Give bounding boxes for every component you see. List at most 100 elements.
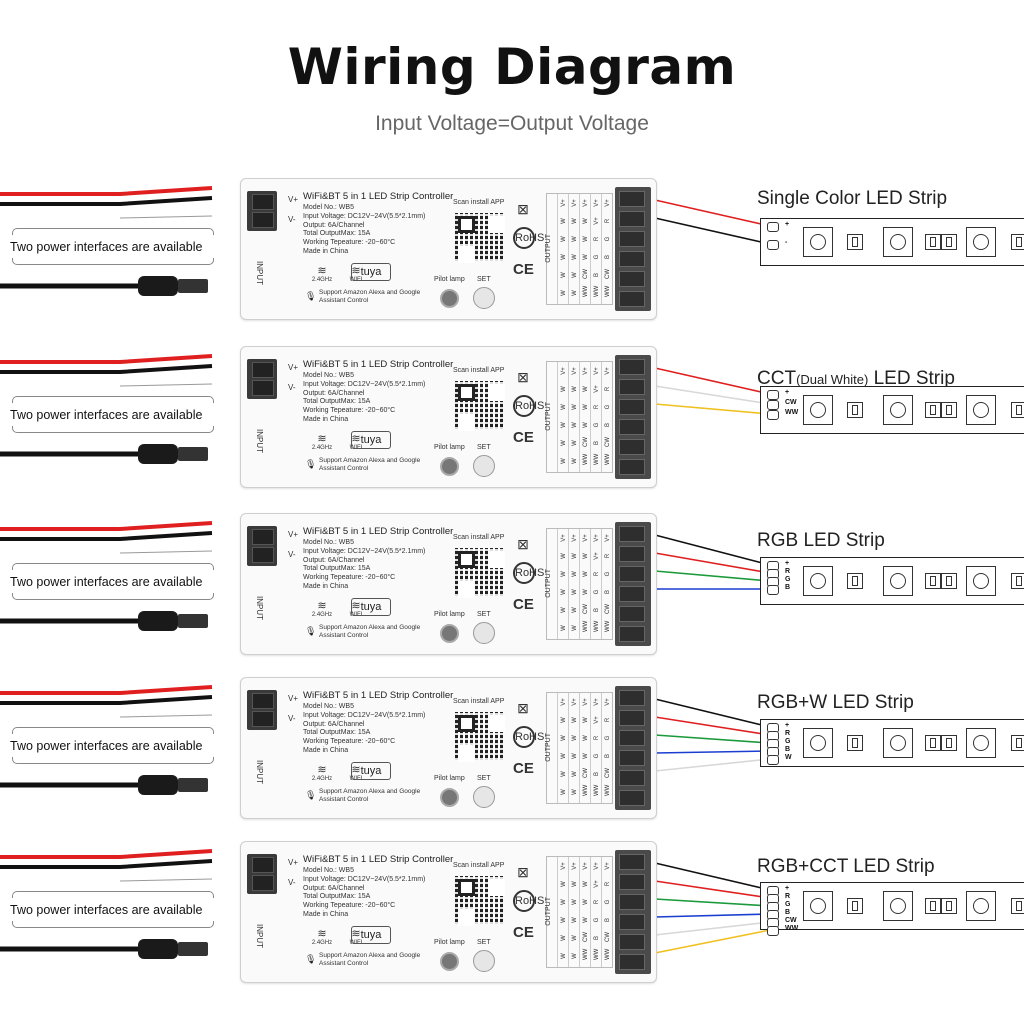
output-cell: R <box>605 881 611 887</box>
pilot-lamp <box>440 952 459 971</box>
led-chip <box>966 891 996 921</box>
voice-support-text: Support Amazon Alexa and Google Assistan… <box>319 457 421 472</box>
spec-origin: Made in China <box>303 910 349 918</box>
resistor <box>1011 898 1024 914</box>
spec-temperature: Working Tepeature: -20~60°C <box>303 738 396 746</box>
pilot-lamp <box>440 788 459 807</box>
spec-model: Model No.: WB5 <box>303 539 354 546</box>
weee-bin-icon: ⊠ <box>517 864 529 880</box>
set-button[interactable] <box>473 622 495 644</box>
set-button[interactable] <box>473 786 495 808</box>
output-label: OUTPUT <box>545 897 552 926</box>
output-cell: W <box>561 386 567 392</box>
rohs-mark: RoHS <box>513 890 544 912</box>
output-cell: G <box>605 735 611 741</box>
brace-top <box>12 563 214 570</box>
scan-label: Scan install APP <box>453 862 505 869</box>
set-button[interactable] <box>473 950 495 972</box>
output-cell: V+ <box>594 552 600 560</box>
output-wire <box>654 913 771 918</box>
strip-name-main: RGB+CCT LED Strip <box>757 856 935 877</box>
spec-model: Model No.: WB5 <box>303 703 354 710</box>
set-button[interactable] <box>473 287 495 309</box>
ce-mark: CE <box>513 924 534 941</box>
spec-input-voltage: Input Voltage: DC12V~24V(5.5*2.1mm) <box>303 875 426 883</box>
strip-pad-label: + <box>785 722 790 729</box>
output-cell: V+ <box>583 698 589 706</box>
strip-pad-label: R <box>785 568 791 575</box>
wifi-icon: ≋ <box>351 928 361 940</box>
output-cell: W <box>561 254 567 260</box>
terminal-pin <box>619 690 645 706</box>
output-cell: W <box>572 607 578 613</box>
wifi-icon: ≋ <box>317 433 327 445</box>
output-wire <box>654 880 771 899</box>
output-wire <box>654 862 771 891</box>
strip-pad-label: CW <box>785 399 797 406</box>
dc-plug-body <box>138 939 178 959</box>
output-cell: W <box>561 917 567 923</box>
set-button[interactable] <box>473 455 495 477</box>
set-label: SET <box>477 276 491 283</box>
strip-name: RGB+W LED Strip <box>757 692 914 714</box>
controller-title: WiFi&BT 5 in 1 LED Strip Controller <box>303 191 454 202</box>
resistor <box>847 402 863 418</box>
output-cell: V+ <box>605 698 611 706</box>
output-cell: WW <box>605 620 611 632</box>
led-chip <box>883 566 913 596</box>
qr-code <box>455 548 503 596</box>
qr-code <box>455 213 503 261</box>
output-cell: CW <box>605 768 611 778</box>
strip-name-rest: LED Strip <box>868 368 955 389</box>
output-cell: W <box>561 236 567 242</box>
output-cell: W <box>583 404 589 410</box>
tuya-logo: tuya <box>351 762 391 780</box>
terminal-pin <box>619 934 645 950</box>
spec-origin: Made in China <box>303 247 349 255</box>
output-cell: V+ <box>572 534 578 542</box>
wifi-24-label: 2.4GHz <box>311 612 333 618</box>
output-cell: B <box>605 423 611 428</box>
output-cell: W <box>572 625 578 631</box>
output-cell: W <box>572 553 578 559</box>
output-cell: CW <box>583 269 589 279</box>
resistor <box>941 402 957 418</box>
output-cell: W <box>572 935 578 941</box>
wifi-24-label: 2.4GHz <box>311 277 333 283</box>
output-cell: W <box>561 589 567 595</box>
strip-name-main: Single Color LED Strip <box>757 188 948 209</box>
wifi-24-label: 2.4GHz <box>311 445 333 451</box>
output-cell: W <box>561 218 567 224</box>
terminal-pin <box>619 566 645 582</box>
rohs-mark: RoHS <box>513 227 544 249</box>
weee-bin-icon: ⊠ <box>517 536 529 552</box>
spec-output: Output: 6A/Channel <box>303 884 365 892</box>
input-label: INPUT <box>255 429 264 453</box>
spec-output: Output: 6A/Channel <box>303 221 365 229</box>
strip-pad <box>767 410 779 420</box>
output-wire <box>654 758 771 772</box>
dc-plug-tip <box>178 614 208 628</box>
page-title: Wiring Diagram <box>287 38 737 96</box>
output-cell: W <box>572 422 578 428</box>
spec-total-output: Total OutputMax: 15A <box>303 398 371 406</box>
wifi-icon: ≋ <box>317 600 327 612</box>
certifications: ⊠ RoHS CE <box>513 864 544 941</box>
resistor <box>941 898 957 914</box>
strip-pad <box>767 926 779 936</box>
wifi-24-label: 2.4GHz <box>311 940 333 946</box>
strip-pad-label: G <box>785 576 791 583</box>
strip-pad-label: + <box>785 389 790 396</box>
strip-pad-label: B <box>785 746 791 753</box>
terminal-pin <box>619 790 645 806</box>
